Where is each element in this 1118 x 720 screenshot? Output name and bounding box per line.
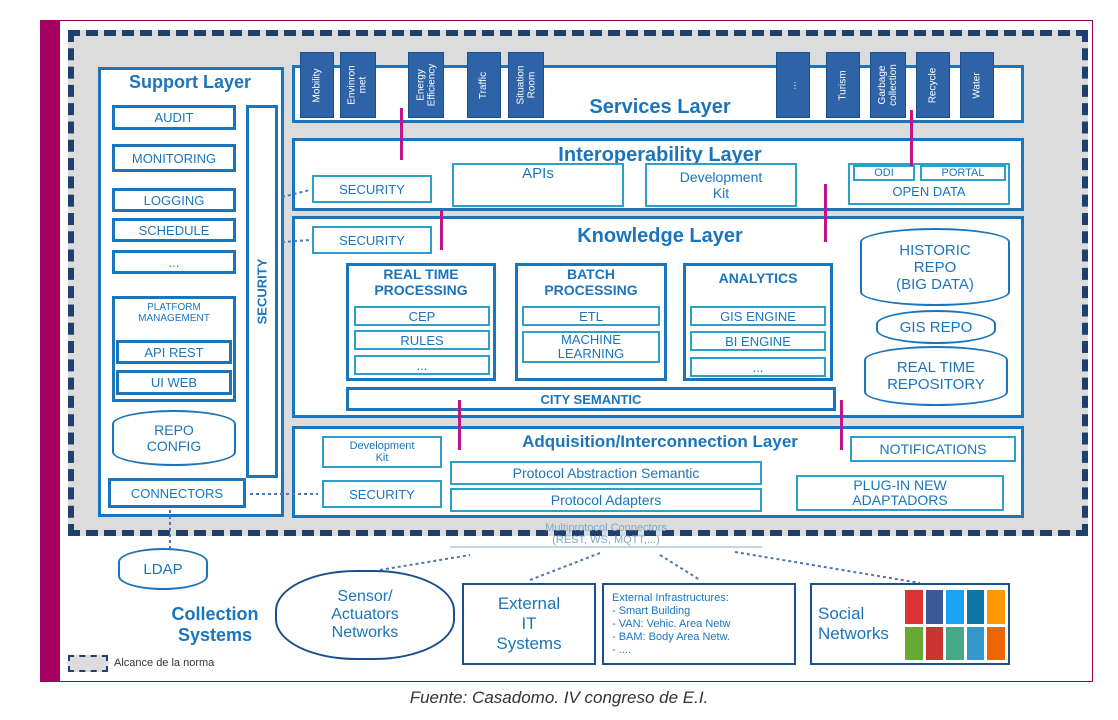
pink-arrow xyxy=(400,108,403,160)
city-semantic-box: CITY SEMANTIC xyxy=(346,387,836,411)
external-it-systems-box: External IT Systems xyxy=(462,583,596,665)
audit-box: AUDIT xyxy=(112,105,236,130)
dotted-arrow xyxy=(659,554,701,581)
etl-box: ETL xyxy=(522,306,660,326)
external-infrastructures-box: External Infrastructures: - Smart Buildi… xyxy=(602,583,796,665)
acquisition-layer-title: Adquisition/Interconnection Layer xyxy=(522,432,798,451)
legend-label: Alcance de la norma xyxy=(114,657,215,669)
platform-management-label: PLATFORM MANAGEMENT xyxy=(138,302,210,324)
social-icon xyxy=(946,626,964,660)
dotted-arrow xyxy=(379,554,471,571)
services-layer-title: Services Layer xyxy=(589,96,731,118)
social-icon xyxy=(905,626,923,660)
service-more: ... xyxy=(776,52,810,118)
schedule-box: SCHEDULE xyxy=(112,218,236,242)
service-mobility: Mobility xyxy=(300,52,334,118)
acq-devkit-box: Development Kit xyxy=(322,436,442,468)
support-security-bar: SECURITY xyxy=(246,105,278,478)
logging-box: LOGGING xyxy=(112,188,236,212)
interop-devkit-box: Development Kit xyxy=(645,163,797,207)
service-turism: Turism xyxy=(826,52,860,118)
knowledge-security-box: SECURITY xyxy=(312,226,432,254)
figure-caption: Fuente: Casadomo. IV congreso de E.I. xyxy=(409,688,709,707)
support-layer-title: Support Layer xyxy=(128,72,252,92)
service-energy-efficiency: Energy Efficiency xyxy=(408,52,444,118)
service-traffic: Traffic xyxy=(467,52,501,118)
repo-config-cylinder: REPO CONFIG xyxy=(112,410,236,466)
dotted-arrow xyxy=(529,552,601,581)
gis-engine-box: GIS ENGINE xyxy=(690,306,826,326)
pink-arrow xyxy=(824,184,827,242)
social-icons-cluster xyxy=(905,590,1005,660)
legend-swatch xyxy=(68,655,108,672)
sensor-networks-cloud: Sensor/ Actuators Networks xyxy=(275,570,455,660)
historic-repo-cylinder: HISTORIC REPO (BIG DATA) xyxy=(860,228,1010,306)
facebook-icon xyxy=(925,590,944,624)
support-more-box: ... xyxy=(112,250,236,274)
notifications-box: NOTIFICATIONS xyxy=(850,436,1016,462)
pink-arrow xyxy=(440,210,443,250)
rss-icon xyxy=(987,590,1005,624)
pink-arrow xyxy=(458,400,461,450)
service-water: Water xyxy=(960,52,994,118)
portal-box: PORTAL xyxy=(920,165,1006,181)
service-situation-room: Situation Room xyxy=(508,52,544,118)
odi-box: ODI xyxy=(853,165,915,181)
cep-box: CEP xyxy=(354,306,490,326)
machine-learning-box: MACHINE LEARNING xyxy=(522,331,660,363)
skype-icon xyxy=(966,626,985,660)
rules-box: RULES xyxy=(354,330,490,350)
protocol-abstraction-semantic-box: Protocol Abstraction Semantic xyxy=(450,461,762,485)
acq-security-box: SECURITY xyxy=(322,480,442,508)
interoperability-layer-title: Interoperability Layer xyxy=(558,144,762,166)
left-accent-bar xyxy=(40,20,60,682)
connectors-box: CONNECTORS xyxy=(108,478,246,508)
bi-engine-box: BI ENGINE xyxy=(690,331,826,351)
api-rest-box: API REST xyxy=(116,340,232,364)
knowledge-layer-title: Knowledge Layer xyxy=(577,225,743,247)
apis-box: APIs xyxy=(452,163,624,207)
pink-arrow xyxy=(910,110,913,166)
twitter-icon xyxy=(946,590,964,624)
youtube-icon xyxy=(925,626,944,660)
service-environment: Envinron met xyxy=(340,52,376,118)
collection-systems-label: Collection Systems xyxy=(171,604,259,645)
ui-web-box: UI WEB xyxy=(116,370,232,395)
plugin-new-adaptadors-box: PLUG-IN NEW ADAPTADORS xyxy=(796,475,1004,511)
real-time-repository-cylinder: REAL TIME REPOSITORY xyxy=(864,346,1008,406)
gmail-icon xyxy=(905,590,923,624)
dotted-arrow xyxy=(734,551,921,584)
rtp-more-box: ... xyxy=(354,355,490,375)
gis-repo-cylinder: GIS REPO xyxy=(876,310,996,344)
linkedin-icon xyxy=(966,590,985,624)
analytics-more-box: ... xyxy=(690,357,826,377)
dotted-arrow xyxy=(281,189,311,198)
ldap-cylinder: LDAP xyxy=(118,548,208,590)
service-garbage-collection: Garbage collection xyxy=(870,52,906,118)
social-icon xyxy=(987,626,1005,660)
interop-security-box: SECURITY xyxy=(312,175,432,203)
dotted-arrow xyxy=(281,239,311,243)
pink-arrow xyxy=(840,400,843,450)
multiprotocol-connectors-label: Multiprotocol Connectors (REST, WS, MQTT… xyxy=(450,522,762,548)
protocol-adapters-box: Protocol Adapters xyxy=(450,488,762,512)
service-recycle: Recycle xyxy=(916,52,950,118)
monitoring-box: MONITORING xyxy=(112,144,236,172)
